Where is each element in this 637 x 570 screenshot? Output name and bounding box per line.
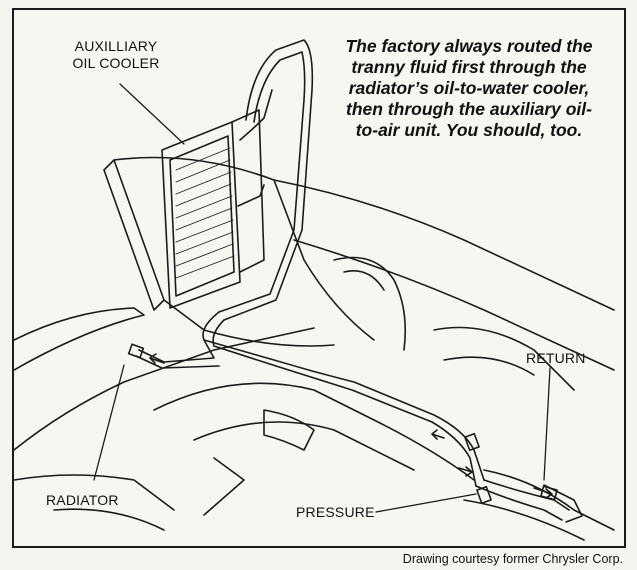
fluid-line-return — [212, 319, 477, 487]
floor-outline — [163, 299, 335, 347]
leader-pressure — [375, 493, 477, 513]
axle-outline — [463, 499, 585, 541]
label-pressure: PRESSURE — [296, 504, 375, 520]
label-aux-cooler: AUXILLIARY OIL COOLER — [62, 38, 170, 72]
fluid-line-pressure — [202, 311, 485, 481]
flow-arrow — [458, 466, 473, 477]
caption-line: then through the auxiliary oil- — [346, 99, 592, 119]
leader-radiator — [93, 364, 125, 481]
cooler-line — [223, 39, 314, 321]
body-outline — [14, 327, 315, 451]
cooler-line — [237, 184, 265, 207]
label-aux-cooler-line1: AUXILLIARY — [74, 38, 158, 54]
flow-arrow — [431, 429, 445, 440]
fluid-line-extra — [543, 484, 583, 523]
aux-cooler-body — [169, 135, 235, 297]
caption-line: tranny fluid first through the — [351, 57, 587, 77]
label-aux-cooler-line2: OIL COOLER — [72, 55, 160, 71]
credit-line: Drawing courtesy former Chrysler Corp. — [402, 552, 623, 566]
crossmember-outline — [193, 421, 415, 471]
radiator-fitting — [127, 343, 145, 359]
wheelwell-outline — [443, 356, 535, 376]
aux-cooler-body — [161, 121, 241, 309]
axle-outline — [483, 469, 615, 531]
label-return: RETURN — [526, 350, 586, 366]
aux-cooler-fins — [175, 147, 235, 279]
caption-line: to-air unit. You should, too. — [355, 120, 583, 140]
flow-arrow — [149, 353, 165, 364]
body-outline — [14, 307, 145, 371]
label-radiator: RADIATOR — [46, 492, 119, 508]
floor-outline — [273, 179, 615, 311]
line-fitting — [476, 485, 492, 505]
floor-outline — [293, 239, 615, 371]
crossmember-outline — [263, 409, 315, 451]
firewall-outline — [103, 159, 165, 311]
caption: The factory always routed the tranny flu… — [322, 36, 616, 141]
rail-outline — [53, 508, 165, 531]
rail-outline — [14, 474, 175, 511]
radiator-line — [135, 355, 220, 369]
radiator-line — [138, 339, 215, 363]
crossmember-outline — [203, 457, 245, 516]
line-fitting — [464, 432, 480, 452]
wheelwell-outline — [433, 326, 575, 391]
leader-return — [543, 367, 551, 481]
transmission-cooler-drawing — [14, 39, 615, 541]
flow-arrow — [533, 487, 553, 499]
caption-line: The factory always routed the — [345, 36, 593, 56]
leader-aux-cooler — [119, 83, 185, 145]
tunnel-outline — [343, 270, 385, 291]
cooler-line — [218, 51, 306, 313]
cooler-line — [239, 89, 273, 141]
caption-line: radiator’s oil-to-water cooler, — [348, 78, 590, 98]
tunnel-outline — [333, 256, 407, 351]
aux-cooler-bracket — [231, 109, 265, 273]
diagram-frame: AUXILLIARY OIL COOLER RADIATOR PRESSURE … — [12, 8, 626, 548]
crossmember-outline — [153, 382, 475, 481]
